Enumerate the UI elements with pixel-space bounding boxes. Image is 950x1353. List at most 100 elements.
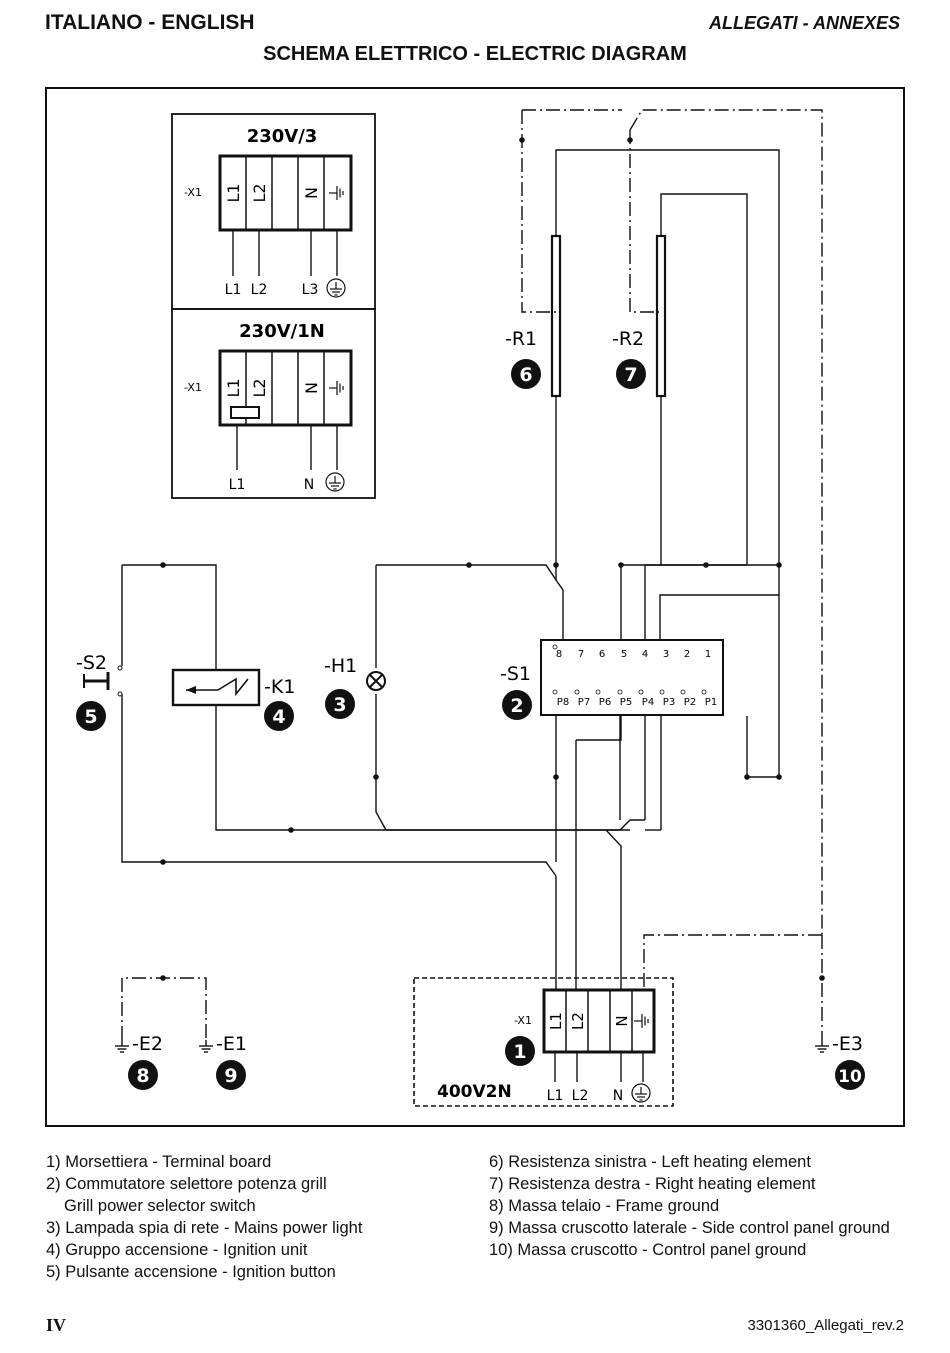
box-230v3: 230V/3 -X1 L1 L2 N L1 L2 L3 bbox=[171, 113, 376, 310]
k1-number-badge: 4 bbox=[272, 706, 285, 728]
terminal-l2: L2 bbox=[250, 183, 269, 202]
right-heating-element bbox=[655, 234, 667, 398]
wire-l2-label: L2 bbox=[572, 1088, 589, 1104]
ground-icon bbox=[814, 1039, 830, 1053]
ignition-unit: -K1 4 bbox=[171, 668, 295, 731]
legend-item: 10) Massa cruscotto - Control panel grou… bbox=[489, 1241, 807, 1259]
page-title: SCHEMA ELETTRICO - ELECTRIC DIAGRAM bbox=[263, 43, 687, 65]
s1-pin-3: 3 bbox=[663, 649, 669, 660]
s1-pin-p3: P3 bbox=[663, 697, 675, 708]
e2-tag: -E2 bbox=[132, 1033, 163, 1055]
s1-pin-p6: P6 bbox=[599, 697, 611, 708]
page-number: IV bbox=[46, 1315, 67, 1335]
k1-tag: -K1 bbox=[264, 676, 295, 698]
wire-l3-label: L3 bbox=[302, 282, 319, 298]
s1-pin-p7: P7 bbox=[578, 697, 590, 708]
legend-item: 1) Morsettiera - Terminal board bbox=[46, 1153, 272, 1171]
side-panel-ground-e1: -E1 9 bbox=[198, 1033, 247, 1090]
h1-number-badge: 3 bbox=[333, 694, 346, 716]
ground-circle-icon bbox=[326, 278, 346, 298]
terminal-n: N bbox=[613, 1015, 631, 1026]
voltage-230v3-label: 230V/3 bbox=[247, 126, 318, 147]
ground-icon bbox=[328, 185, 344, 201]
s1-pin-1: 1 bbox=[705, 649, 711, 660]
r2-tag: -R2 bbox=[612, 328, 644, 350]
x1-label: -X1 bbox=[514, 1014, 532, 1027]
s1-pin-5: 5 bbox=[621, 649, 627, 660]
x1-label: -X1 bbox=[184, 381, 202, 394]
header-language: ITALIANO - ENGLISH bbox=[45, 11, 255, 34]
wire-l2-label: L2 bbox=[251, 282, 268, 298]
legend-item: 7) Resistenza destra - Right heating ele… bbox=[489, 1175, 816, 1193]
ignition-button: -S2 5 bbox=[76, 652, 123, 731]
e3-number-badge: 10 bbox=[838, 1067, 862, 1087]
x1-label: -X1 bbox=[184, 186, 202, 199]
control-panel-ground-e3: -E3 10 bbox=[814, 1033, 865, 1090]
e2-number-badge: 8 bbox=[136, 1065, 149, 1087]
mains-power-light: -H1 3 bbox=[324, 655, 386, 719]
legend-item: 9) Massa cruscotto laterale - Side contr… bbox=[489, 1219, 890, 1237]
left-heating-element bbox=[550, 234, 562, 398]
s1-pin-4: 4 bbox=[642, 649, 648, 660]
box-230v1n: 230V/1N -X1 L1 L2 N L1 N bbox=[171, 308, 376, 499]
r1-number-badge: 6 bbox=[519, 364, 532, 386]
s1-pin-p4: P4 bbox=[642, 697, 654, 708]
r2-number-badge: 7 bbox=[624, 364, 637, 386]
s1-pin-2: 2 bbox=[684, 649, 690, 660]
s1-pin-7: 7 bbox=[578, 649, 584, 660]
legend-item: 3) Lampada spia di rete - Mains power li… bbox=[46, 1219, 363, 1237]
s1-number-badge: 2 bbox=[510, 695, 523, 717]
legend-item: 6) Resistenza sinistra - Left heating el… bbox=[489, 1153, 811, 1171]
frame-ground-e2: -E2 8 bbox=[114, 1033, 163, 1090]
ground-icon bbox=[198, 1039, 214, 1053]
legend-item: Grill power selector switch bbox=[64, 1197, 256, 1215]
header-section: ALLEGATI - ANNEXES bbox=[708, 13, 900, 33]
terminal-n: N bbox=[302, 382, 321, 394]
wire-l1-label: L1 bbox=[225, 282, 242, 298]
legend-left: 1) Morsettiera - Terminal board 2) Commu… bbox=[46, 1151, 362, 1283]
bridge-link bbox=[230, 406, 260, 419]
wire-l1-label: L1 bbox=[547, 1088, 564, 1104]
ground-icon bbox=[114, 1039, 130, 1053]
heating-elements: -R1 -R2 6 7 bbox=[505, 234, 667, 398]
s1-pin-p8: P8 bbox=[557, 697, 569, 708]
wire-n-label: N bbox=[613, 1088, 623, 1104]
wiring bbox=[121, 109, 823, 1040]
terminal-board-number-badge: 1 bbox=[513, 1041, 526, 1063]
voltage-400v2n-label: 400V2N bbox=[437, 1082, 512, 1102]
s1-tag: -S1 bbox=[500, 663, 531, 685]
grill-power-selector-switch: -S1 2 8 7 6 5 4 3 2 1 P8 P7 P6 P5 P4 P3 … bbox=[500, 639, 724, 720]
s1-pin-p5: P5 bbox=[620, 697, 632, 708]
diagram-frame bbox=[45, 87, 905, 1127]
terminal-n: N bbox=[302, 187, 321, 199]
junction-dots bbox=[160, 137, 825, 981]
s2-tag: -S2 bbox=[76, 652, 107, 674]
s1-pin-p2: P2 bbox=[684, 697, 696, 708]
ground-icon bbox=[328, 380, 344, 396]
terminal-l1: L1 bbox=[547, 1012, 565, 1030]
s2-number-badge: 5 bbox=[84, 706, 97, 728]
r1-tag: -R1 bbox=[505, 328, 537, 350]
terminal-l2: L2 bbox=[250, 378, 269, 397]
legend-item: 2) Commutatore selettore potenza grill bbox=[46, 1175, 327, 1193]
h1-tag: -H1 bbox=[324, 655, 357, 677]
wire-l1-label: L1 bbox=[229, 477, 246, 493]
main-terminal-board: -X1 L1 L2 N 1 400V2N L1 L2 N bbox=[413, 977, 674, 1107]
legend-right: 6) Resistenza sinistra - Left heating el… bbox=[489, 1151, 890, 1261]
legend-item: 5) Pulsante accensione - Ignition button bbox=[46, 1263, 336, 1281]
legend-item: 4) Gruppo accensione - Ignition unit bbox=[46, 1241, 308, 1259]
s1-pin-6: 6 bbox=[599, 649, 605, 660]
ground-circle-icon bbox=[325, 472, 345, 492]
terminal-l1: L1 bbox=[224, 183, 243, 202]
legend-item: 8) Massa telaio - Frame ground bbox=[489, 1197, 720, 1215]
wire-n-label: N bbox=[304, 477, 314, 493]
e1-number-badge: 9 bbox=[224, 1065, 237, 1087]
e3-tag: -E3 bbox=[832, 1033, 863, 1055]
terminal-l1: L1 bbox=[224, 378, 243, 397]
terminal-l2: L2 bbox=[569, 1012, 587, 1030]
ground-circle-icon bbox=[631, 1083, 651, 1103]
s1-pin-8: 8 bbox=[556, 649, 562, 660]
document-code: 3301360_Allegati_rev.2 bbox=[747, 1317, 904, 1334]
voltage-230v1n-label: 230V/1N bbox=[239, 321, 325, 342]
s1-pin-p1: P1 bbox=[705, 697, 717, 708]
